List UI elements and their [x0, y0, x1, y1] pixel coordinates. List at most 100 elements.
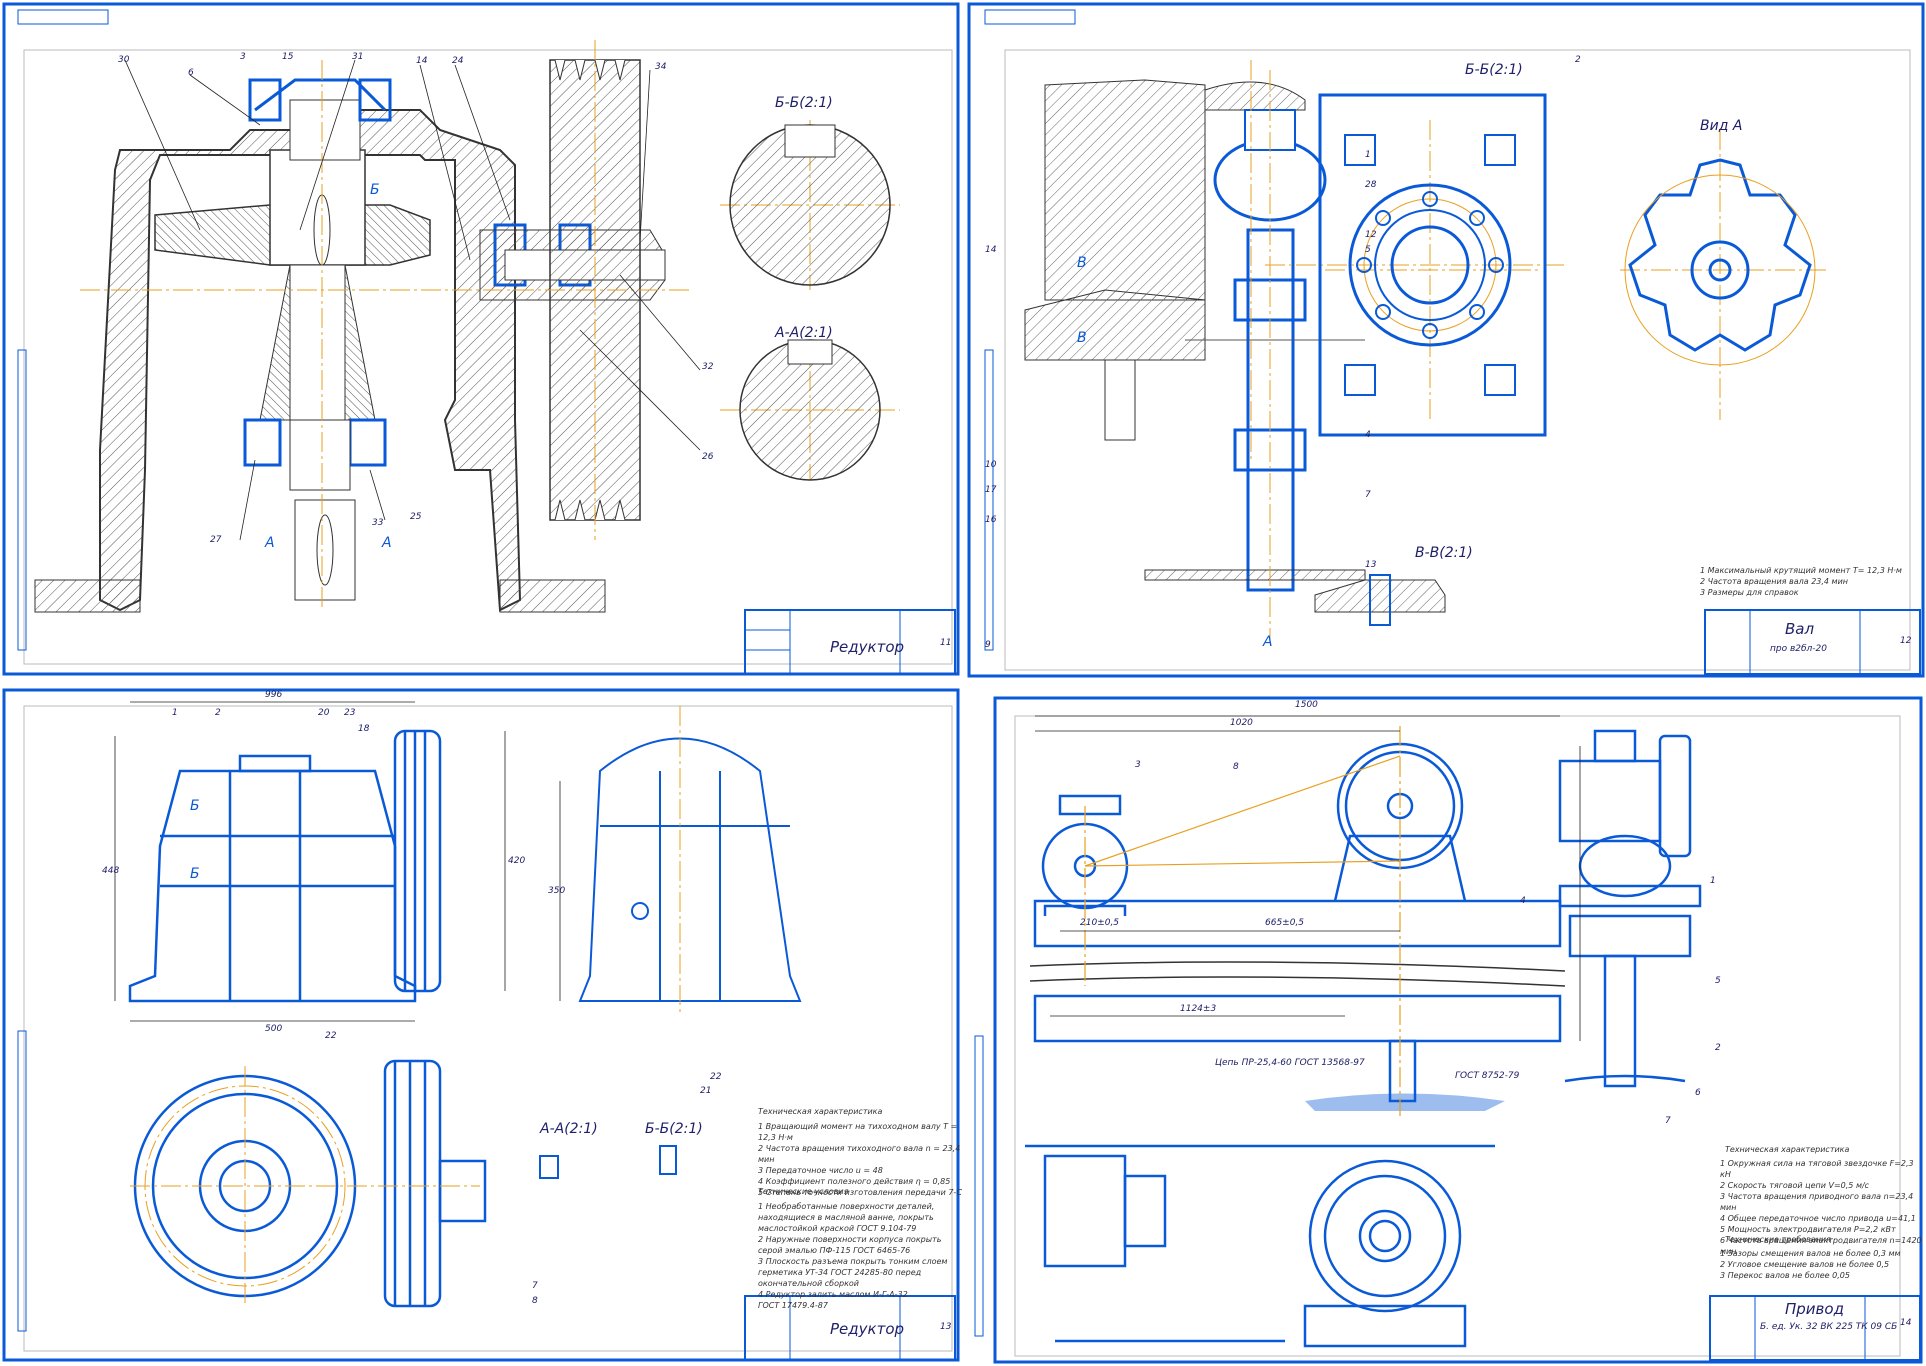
sheet-3-drawing [2, 688, 960, 1362]
stamp-subtitle: про в2бл-20 [1770, 644, 1827, 654]
part-number: 4 [1365, 430, 1371, 440]
dim-offset: 665±0,5 [1265, 918, 1305, 928]
part-number: 25 [410, 512, 422, 522]
part-number: 13 [1365, 560, 1377, 570]
gearbox-front-view [128, 729, 442, 1003]
part-number: 22 [710, 1072, 722, 1082]
part-number: 1 [172, 708, 178, 718]
drive-assembly-plan [1025, 1144, 1495, 1348]
part-number: 31 [352, 52, 364, 62]
cut-mark: Б [190, 798, 200, 814]
part-number: 7 [1365, 490, 1371, 500]
part-number: 8 [1233, 762, 1239, 772]
drive-assembly-side-view [1558, 729, 1702, 1088]
sheet-1-drawing [2, 2, 960, 676]
part-number: 5 [1365, 245, 1371, 255]
part-number: 28 [1365, 180, 1377, 190]
part-number: 1 [1365, 150, 1371, 160]
part-number: 2 [215, 708, 221, 718]
title-block-1 [744, 609, 956, 675]
part-number: 21 [700, 1086, 712, 1096]
sheet-4-drawing [974, 696, 1923, 1364]
drive-assembly-elevation [1033, 742, 1562, 1103]
tech-characteristics-title: Техническая характеристика [758, 1107, 883, 1116]
part-number: 24 [452, 56, 464, 66]
title-block-4 [1709, 1295, 1921, 1361]
dim-height: 448 [102, 866, 120, 876]
part-number: 27 [210, 535, 222, 545]
stamp-title: Привод [1785, 1300, 1844, 1318]
part-number: 15 [282, 52, 294, 62]
part-number: 6 [1695, 1088, 1701, 1098]
notes-block: 1 Максимальный крутящий момент Т= 12,3 Н… [1700, 566, 1902, 597]
dim-total: 1500 [1295, 700, 1318, 710]
section-label-b-b: Б-Б(2:1) [775, 95, 833, 111]
title-block-3 [744, 1295, 956, 1361]
cut-mark: А [1263, 634, 1273, 650]
stamp-subtitle: Б. ед. Ук. 32 ВК 225 ТК 09 СБ [1760, 1322, 1898, 1332]
dim-frame: 1124±3 [1180, 1004, 1217, 1014]
gost-label: ГОСТ 8752-79 [1455, 1071, 1520, 1081]
part-number: 7 [532, 1281, 538, 1291]
part-number: 14 [416, 56, 428, 66]
stamp-number: 13 [940, 1322, 952, 1332]
tech-requirements-title: Технические требования [1725, 1235, 1831, 1244]
flange-plate-view [1318, 93, 1547, 437]
stamp-title: Редуктор [830, 638, 905, 656]
part-number: 4 [1520, 896, 1526, 906]
part-number: 30 [118, 55, 130, 65]
dim-width: 996 [265, 690, 283, 700]
part-number: 2 [1715, 1043, 1721, 1053]
outer-frame [2, 2, 960, 676]
tech-characteristics: 1 Окружная сила на тяговой звездочке F=2… [1720, 1159, 1922, 1256]
stamp-number: 12 [1900, 636, 1912, 646]
section-label-b-b: Б-Б(2:1) [645, 1121, 703, 1137]
part-number: 18 [358, 724, 370, 734]
cut-mark: В [1077, 330, 1087, 346]
section-label-a-a: А-А(2:1) [775, 325, 833, 341]
part-number: 5 [1715, 976, 1721, 986]
section-label-a-a: А-А(2:1) [540, 1121, 598, 1137]
part-number: 32 [702, 362, 714, 372]
part-number: 14 [985, 245, 997, 255]
title-block-2 [1704, 609, 1921, 675]
part-number: 3 [1135, 760, 1141, 770]
drawing-sheet-1: Редуктор 11 Б-Б(2:1) А-А(2:1) А А Б 30 6… [0, 0, 963, 680]
drawing-sheet-2: Б-Б(2:1) Вид А В-В(2:1) А В В 1 Максимал… [965, 0, 1926, 680]
part-number: 17 [985, 485, 997, 495]
cut-mark: А [265, 535, 275, 551]
cut-mark: Б [190, 866, 200, 882]
part-number: 12 [1365, 230, 1377, 240]
tech-characteristics-title: Техническая характеристика [1725, 1145, 1850, 1154]
part-number: 2 [1575, 55, 1581, 65]
part-number: 23 [344, 708, 356, 718]
drawing-sheet-4: 1500 1020 210±0,5 665±0,5 1124±3 Цепь ПР… [965, 686, 1926, 1366]
section-label-b-b: Б-Б(2:1) [1465, 62, 1523, 78]
view-label-a: Вид А [1700, 118, 1743, 134]
tech-requirements-title: Технические условия [758, 1187, 849, 1196]
part-number: 22 [325, 1031, 337, 1041]
stamp-title: Вал [1785, 620, 1815, 638]
chain-label: Цепь ПР-25,4-60 ГОСТ 13568-97 [1215, 1058, 1365, 1068]
part-number: 10 [985, 460, 997, 470]
section-label-v-v: В-В(2:1) [1415, 545, 1473, 561]
sheet-2-drawing [967, 2, 1925, 678]
tech-requirements: 1 Зазоры смещения валов не более 0,3 мм … [1720, 1249, 1901, 1280]
dim-center: 1020 [1230, 718, 1253, 728]
gearbox-top-view [133, 1059, 487, 1308]
dim-side: 350 [548, 886, 566, 896]
part-number: 20 [318, 708, 330, 718]
dim-pulley: 420 [508, 856, 526, 866]
part-number: 34 [655, 62, 667, 72]
dim-base: 500 [265, 1024, 283, 1034]
stamp-number: 11 [940, 638, 952, 648]
stamp-title: Редуктор [830, 1320, 905, 1338]
sprocket-view-a [1628, 158, 1812, 352]
part-number: 9 [985, 640, 991, 650]
tech-requirements: 1 Необработанные поверхности деталей, на… [758, 1202, 948, 1310]
cut-mark: А [382, 535, 392, 551]
dim-motor: 210±0,5 [1080, 918, 1120, 928]
part-number: 8 [532, 1296, 538, 1306]
part-number: 1 [1710, 876, 1716, 886]
gearbox-side-view [578, 737, 802, 1002]
